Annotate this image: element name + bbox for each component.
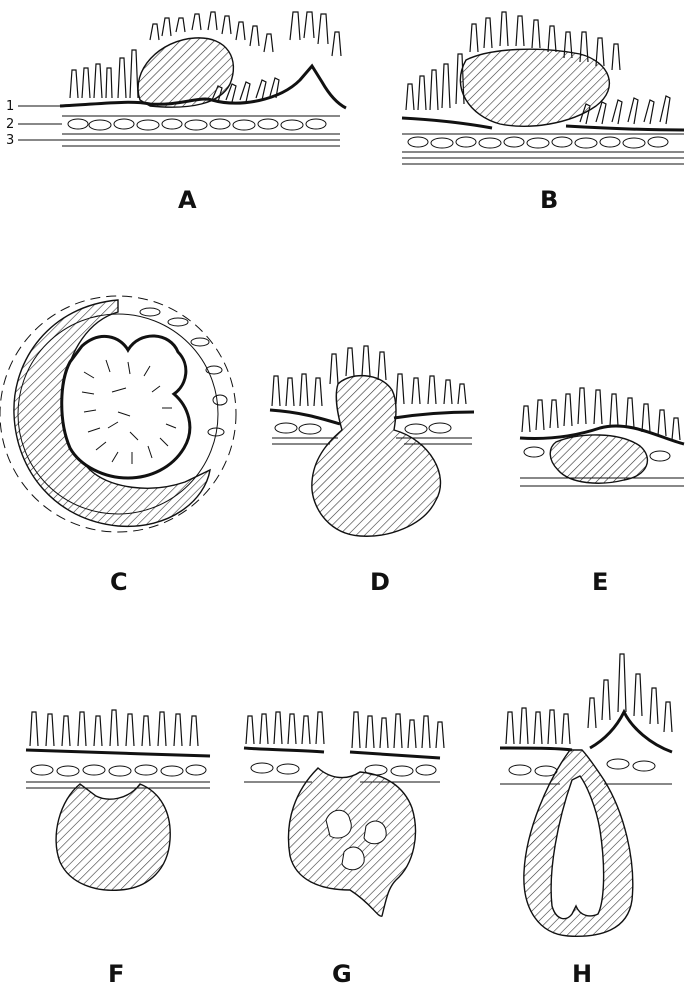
panel-g: G <box>244 712 444 985</box>
panel-label-e: E <box>592 568 608 596</box>
mucosa-line <box>244 748 440 758</box>
panel-b: B <box>402 12 684 214</box>
layer-label-2: 2 <box>6 117 14 132</box>
villi <box>246 712 444 748</box>
hatched-mass <box>56 784 170 890</box>
hatched-fistula-wall <box>524 750 633 936</box>
lumen-mucosa <box>62 336 190 478</box>
muscularis-cells <box>62 116 340 146</box>
layer-label-lines <box>18 106 62 140</box>
hatched-mass <box>138 38 233 107</box>
panel-label-b: B <box>540 186 558 214</box>
mucosa-line <box>500 712 672 752</box>
villi <box>30 710 198 746</box>
hatched-mass <box>460 49 609 126</box>
muscularis-cells <box>402 134 684 164</box>
panel-label-f: F <box>108 960 124 985</box>
mucosa-line <box>26 750 210 756</box>
panel-label-c: C <box>110 568 128 596</box>
panel-label-h: H <box>572 960 592 985</box>
hatched-necrotic-mass <box>288 768 415 916</box>
panel-label-d: D <box>370 568 390 596</box>
villi <box>522 388 680 440</box>
panel-c: C <box>0 296 236 596</box>
panel-label-g: G <box>332 960 352 985</box>
panel-f: F <box>26 710 210 985</box>
panel-d: D <box>270 346 474 596</box>
layer-label-3: 3 <box>6 133 14 148</box>
layer-label-1: 1 <box>6 99 14 114</box>
panel-a: 1 2 3 A <box>6 12 346 214</box>
hatched-mass <box>312 376 441 537</box>
muscularis-cells <box>26 765 210 788</box>
hatched-mass <box>550 435 647 483</box>
villi <box>506 654 672 744</box>
panel-e: E <box>520 388 684 596</box>
panel-label-a: A <box>178 186 197 214</box>
panel-h: H <box>500 654 672 985</box>
